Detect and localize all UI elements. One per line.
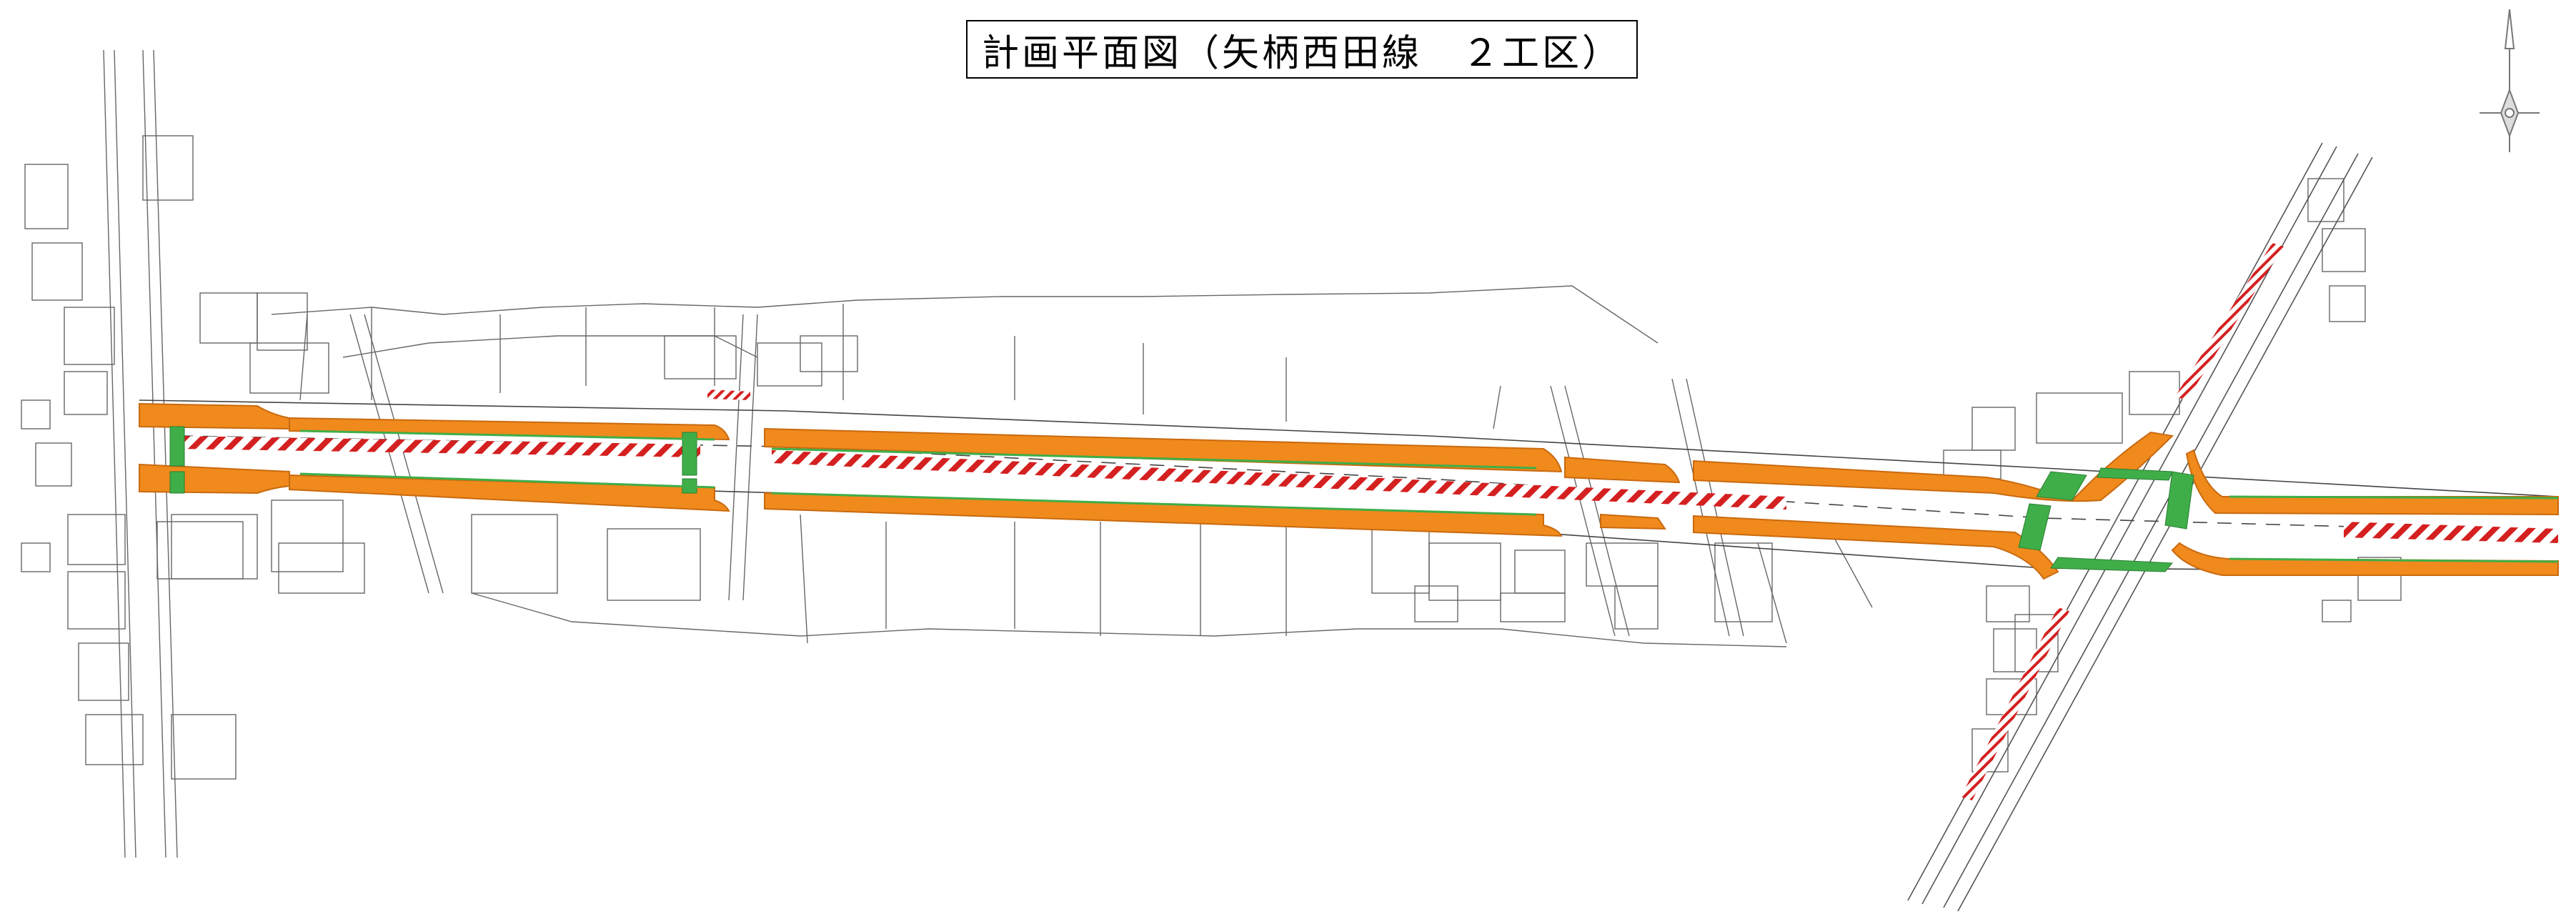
- cross-road-hatch-south: [1961, 607, 2069, 800]
- side-road-hatch: [707, 389, 750, 400]
- sidewalk-south-2: [289, 474, 730, 512]
- sidewalk-south-1: [139, 463, 290, 495]
- cross-road: [1907, 142, 2373, 912]
- crossing-left-a: [169, 426, 185, 467]
- sidewalk-north-6: [2185, 449, 2559, 516]
- median-hatch-3: [2344, 522, 2558, 543]
- cross-road-hatch-north: [2175, 243, 2284, 400]
- sidewalk-south-6: [2171, 542, 2559, 576]
- crossing-right-5: [2097, 467, 2173, 481]
- crossing-right-1: [2036, 471, 2087, 501]
- green-strip-north-2: [771, 447, 1537, 470]
- green-strip-south: [299, 472, 715, 489]
- title-box: 計画平面図（矢柄西田線 ２工区）: [966, 20, 1638, 79]
- sidewalk-north-3: [764, 427, 1563, 473]
- median-hatch-2: [772, 450, 1786, 510]
- sidewalk-south-4: [1600, 513, 1666, 530]
- sidewalk-north-4: [1564, 456, 1681, 484]
- map-title: 計画平面図（矢柄西田線 ２工区）: [981, 31, 1622, 75]
- parcel-linework: [21, 49, 2402, 858]
- crossing-mid-a: [682, 432, 697, 476]
- median-hatch-1: [179, 436, 700, 457]
- green-strip-south-2: [771, 492, 1537, 516]
- sidewalk-south-3: [764, 492, 1563, 537]
- sidewalk-north-1: [139, 402, 290, 430]
- crossing-right-2: [2164, 471, 2194, 530]
- crossing-left-b: [169, 471, 185, 494]
- north-arrow-icon: [2480, 9, 2540, 152]
- green-strip-east-2: [2229, 557, 2559, 563]
- green-strip-north: [299, 429, 715, 441]
- crossing-right-3: [2018, 503, 2052, 551]
- sidewalk-north-2: [289, 417, 730, 441]
- green-strip-east: [2229, 495, 2559, 500]
- crossing-right-4: [2050, 557, 2174, 572]
